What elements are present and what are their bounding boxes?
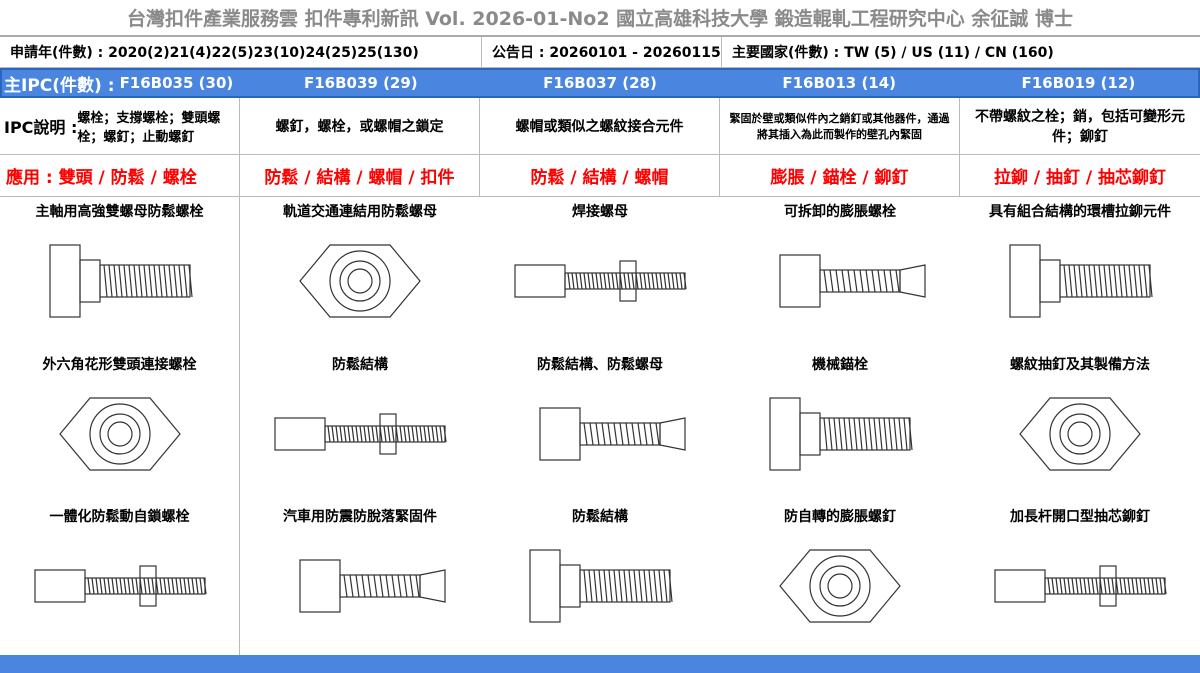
- patent-title: 具有組合結構的環槽拉鉚元件: [989, 204, 1171, 220]
- patent-title: 軌道交通連結用防鬆螺母: [283, 204, 437, 220]
- patent-title: 防鬆結構、防鬆螺母: [537, 356, 663, 373]
- patent-drawing-icon: [58, 397, 181, 471]
- patent-title: 汽車用防震防脫落緊固件: [283, 509, 437, 526]
- ipc-code: F16B035 (30): [119, 74, 234, 92]
- patent-item: 外六角花形雙頭連接螺栓: [0, 349, 240, 503]
- ipc-description: 緊固於壁或類似件內之銷釘或其他器件，通過將其插入為此而製作的壁孔內緊固: [720, 98, 960, 154]
- patent-grid: 主軸用高強雙螺母防鬆螺栓 軌道交通連結用防鬆螺母 焊接螺母 可拆卸的膨脹螺栓 具有組合結…: [0, 197, 1200, 655]
- patent-title: 加長杆開口型抽芯鉚釘: [1010, 509, 1150, 526]
- patent-title: 螺紋抽釘及其製備方法: [1010, 356, 1150, 373]
- application-years: 申請年(件數) : 2020(2)21(4)22(5)23(10)24(25)2…: [0, 37, 482, 67]
- patent-title: 可拆卸的膨脹螺栓: [784, 204, 896, 220]
- ipc-code: F16B037 (28): [543, 74, 657, 92]
- patent-drawing-icon: [539, 407, 686, 461]
- patent-drawing-icon: [779, 254, 926, 308]
- patent-drawing-icon: [1009, 244, 1153, 318]
- application-tags: 防鬆 / 結構 / 螺帽 / 扣件: [240, 155, 480, 196]
- patent-item: 可拆卸的膨脹螺栓: [720, 197, 960, 350]
- patent-drawing-icon: [769, 397, 913, 471]
- publication-date: 公告日 : 20260101 - 20260115: [482, 37, 722, 67]
- application-row: 應用 : 雙頭 / 防鬆 / 螺栓 防鬆 / 結構 / 螺帽 / 扣件 防鬆 /…: [0, 155, 1200, 197]
- page-title: 台灣扣件產業服務雲 扣件專利新訊 Vol. 2026-01-No2 國立高雄科技…: [0, 0, 1200, 37]
- patent-drawing-icon: [1019, 397, 1141, 471]
- patent-title: 一體化防鬆動自鎖螺栓: [49, 509, 190, 526]
- patent-item: 加長杆開口型抽芯鉚釘: [960, 502, 1200, 655]
- patent-item: 一體化防鬆動自鎖螺栓: [0, 502, 240, 655]
- patent-title: 主軸用高強雙螺母防鬆螺栓: [35, 204, 204, 220]
- patent-item: 軌道交通連結用防鬆螺母: [240, 197, 480, 350]
- patent-item: 防鬆結構: [240, 350, 480, 503]
- patent-title: 外六角花形雙頭連接螺栓: [42, 356, 197, 373]
- ipc-description: 螺帽或類似之螺紋接合元件: [480, 98, 720, 154]
- patent-drawing-icon: [274, 413, 447, 455]
- patent-drawing-icon: [48, 244, 193, 318]
- patent-item: 防自轉的膨脹螺釘: [720, 502, 960, 655]
- ipc-label: 主IPC(件數) :: [4, 75, 115, 96]
- application-tags: 應用 : 雙頭 / 防鬆 / 螺栓: [0, 155, 240, 196]
- ipc-code: F16B019 (12): [1021, 74, 1136, 92]
- patent-drawing-icon: [529, 549, 673, 623]
- application-tags: 拉鉚 / 抽釘 / 抽芯鉚釘: [993, 168, 1167, 188]
- patent-drawing-icon: [514, 260, 687, 302]
- patent-item: 焊接螺母: [480, 197, 720, 350]
- ipc-code: F16B039 (29): [303, 74, 418, 92]
- patent-title: 防鬆結構: [572, 509, 628, 526]
- ipc-description: 螺栓；支撐螺栓；雙頭螺栓；螺釘；止動螺釘: [77, 111, 221, 145]
- patent-drawing-icon: [33, 565, 207, 607]
- patent-title: 防自轉的膨脹螺釘: [784, 509, 896, 526]
- patent-title: 焊接螺母: [572, 204, 628, 220]
- patent-drawing-icon: [299, 244, 421, 318]
- application-tags: 膨脹 / 錨栓 / 鉚釘: [720, 155, 960, 196]
- patent-drawing-icon: [299, 559, 446, 613]
- ipc-code: F16B013 (14): [782, 74, 897, 92]
- patent-item: 汽車用防震防脫落緊固件: [240, 502, 480, 655]
- ipc-row: 主IPC(件數) :F16B035 (30) F16B039 (29) F16B…: [0, 68, 1200, 98]
- patent-drawing-icon: [779, 549, 901, 623]
- ipc-description: 不帶螺紋之栓；銷，包括可變形元件；鉚釘: [975, 109, 1185, 145]
- patent-title: 機械錨栓: [812, 356, 868, 373]
- patent-item: 機械錨栓: [720, 350, 960, 503]
- patent-drawing-icon: [994, 565, 1167, 607]
- info-row: 申請年(件數) : 2020(2)21(4)22(5)23(10)24(25)2…: [0, 37, 1200, 68]
- patent-item: 防鬆結構、防鬆螺母: [480, 350, 720, 503]
- main-countries: 主要國家(件數) : TW (5) / US (11) / CN (160): [732, 45, 1054, 61]
- application-tags: 防鬆 / 結構 / 螺帽: [480, 155, 720, 196]
- ipc-description-row: IPC說明 :螺栓；支撐螺栓；雙頭螺栓；螺釘；止動螺釘 螺釘，螺栓，或螺帽之鎖定…: [0, 98, 1200, 155]
- patent-item: 防鬆結構: [480, 502, 720, 655]
- patent-item: 螺紋抽釘及其製備方法: [960, 350, 1200, 503]
- patent-item: 具有組合結構的環槽拉鉚元件: [960, 197, 1200, 350]
- patent-title: 防鬆結構: [332, 356, 388, 373]
- ipc-description: 螺釘，螺栓，或螺帽之鎖定: [240, 98, 480, 154]
- patent-item: 主軸用高強雙螺母防鬆螺栓: [0, 197, 240, 350]
- desc-label: IPC說明 :: [4, 118, 78, 137]
- footer-bar: [0, 655, 1200, 673]
